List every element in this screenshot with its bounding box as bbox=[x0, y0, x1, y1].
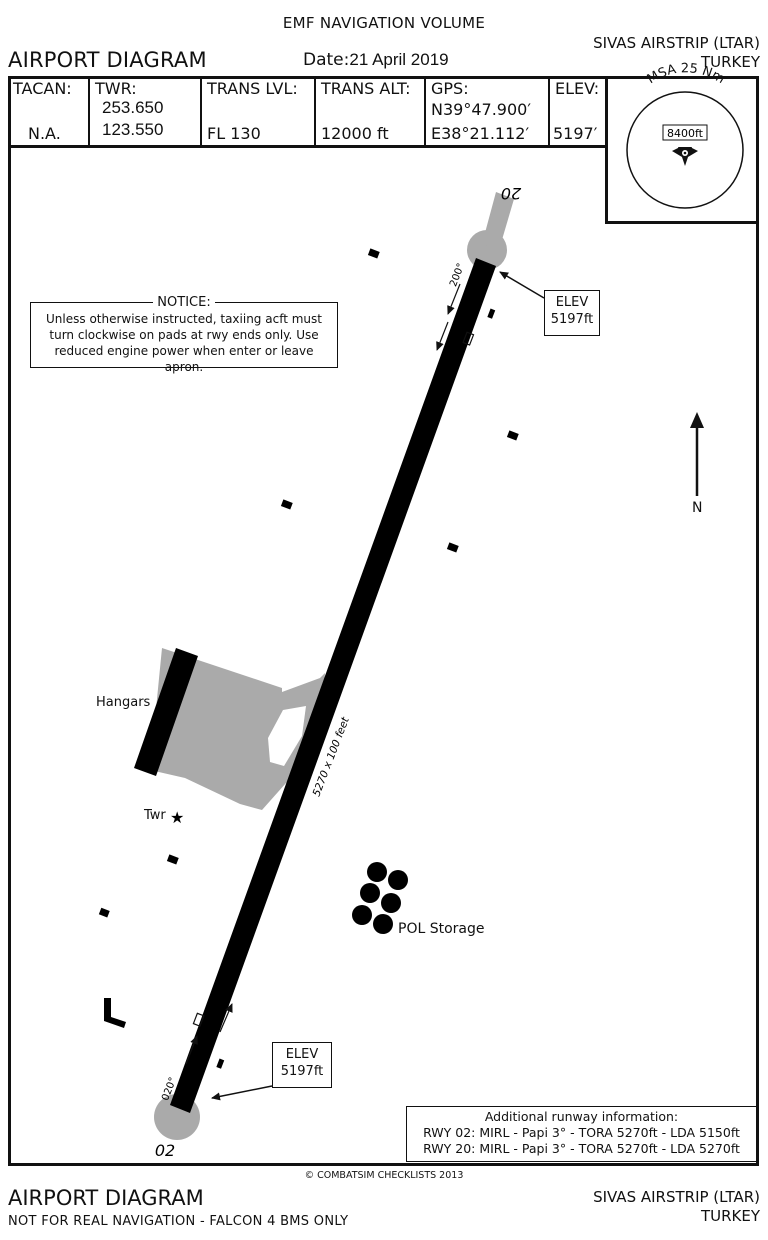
elev-north-pointer bbox=[499, 271, 545, 299]
msa-circle bbox=[626, 91, 744, 209]
additional-runway-info: Additional runway information: RWY 02: M… bbox=[406, 1106, 757, 1162]
runway-end-02: 02 bbox=[155, 1141, 175, 1160]
runway-02-direction-arrows bbox=[185, 1003, 233, 1065]
airport-header: SIVAS AIRSTRIP (LTAR) TURKEY bbox=[593, 34, 760, 72]
additional-title: Additional runway information: bbox=[484, 1109, 679, 1124]
copyright: © COMBATSIM CHECKLISTS 2013 bbox=[304, 1170, 464, 1181]
runway-20-heading: 200° bbox=[448, 262, 467, 288]
elev-south-label: ELEV bbox=[285, 1047, 319, 1062]
chart-date: Date:21 April 2019 bbox=[303, 50, 449, 70]
twr-label: TWR: bbox=[95, 79, 137, 98]
trans-lvl-cell: TRANS LVL: FL 130 bbox=[202, 76, 316, 145]
gps-lon: E38°21.112′ bbox=[431, 124, 530, 143]
elev-value: 5197′ bbox=[553, 124, 598, 143]
elev-south-box: ELEV 5197ft bbox=[272, 1042, 332, 1088]
elev-north-label: ELEV bbox=[555, 295, 589, 310]
footer-country: TURKEY bbox=[700, 1207, 760, 1225]
diagram-frame bbox=[8, 76, 759, 1166]
msa-box bbox=[605, 76, 759, 224]
date-label: Date: bbox=[303, 50, 350, 70]
twr-cell: TWR: 253.650 123.550 bbox=[90, 76, 202, 145]
north-arrow-icon bbox=[690, 412, 704, 496]
msa-label: MSA 25 Nm bbox=[645, 61, 727, 87]
gps-cell: GPS: N39°47.900′ E38°21.112′ bbox=[426, 76, 550, 145]
elev-north-box: ELEV 5197ft bbox=[544, 290, 600, 336]
diagram-title: AIRPORT DIAGRAM bbox=[8, 48, 207, 72]
gps-lat: N39°47.900′ bbox=[431, 100, 531, 119]
tacan-value: N.A. bbox=[28, 124, 61, 143]
trans-alt-value: 12000 ft bbox=[321, 124, 389, 143]
apron bbox=[150, 648, 325, 810]
tower-label: Twr bbox=[144, 808, 166, 823]
north-label: N bbox=[692, 500, 703, 516]
msa-altitude: 8400ft bbox=[667, 127, 704, 140]
notice-title: NOTICE: bbox=[153, 295, 215, 310]
tacan-label: TACAN: bbox=[13, 79, 72, 98]
footer-disclaimer: NOT FOR REAL NAVIGATION - FALCON 4 BMS O… bbox=[8, 1214, 349, 1229]
elev-label: ELEV: bbox=[555, 79, 600, 98]
volume-title: EMF NAVIGATION VOLUME bbox=[282, 14, 486, 32]
airport-country: TURKEY bbox=[700, 53, 760, 71]
pol-storage-label: POL Storage bbox=[398, 921, 485, 937]
elev-cell: ELEV: 5197′ bbox=[550, 76, 607, 145]
vor-icon bbox=[672, 147, 698, 166]
tower-star-icon: ★ bbox=[170, 808, 184, 827]
rwy20-info: RWY 20: MIRL - Papi 3° - TORA 5270ft - L… bbox=[423, 1141, 740, 1156]
msa-altitude-box bbox=[662, 124, 708, 141]
runway bbox=[170, 258, 496, 1113]
runway-end-20: 20 bbox=[501, 184, 521, 203]
notice-text: Unless otherwise instructed, taxiing acf… bbox=[46, 312, 322, 374]
small-structures bbox=[98, 248, 519, 1069]
notice-box: NOTICE: Unless otherwise instructed, tax… bbox=[30, 295, 338, 374]
elev-north-value: 5197ft bbox=[550, 312, 594, 327]
footer-diagram-title: AIRPORT DIAGRAM bbox=[8, 1186, 204, 1210]
rwy02-info: RWY 02: MIRL - Papi 3° - TORA 5270ft - L… bbox=[423, 1125, 740, 1140]
l-shaped-structure bbox=[104, 998, 126, 1028]
hangars-label: Hangars bbox=[96, 695, 151, 710]
trans-lvl-label: TRANS LVL: bbox=[207, 79, 298, 98]
elev-south-value: 5197ft bbox=[280, 1064, 324, 1079]
twr-freq-1: 253.650 bbox=[102, 98, 164, 117]
elev-south-pointer bbox=[211, 1085, 273, 1101]
runway-20-overrun bbox=[482, 192, 514, 250]
trans-lvl-value: FL 130 bbox=[207, 124, 261, 143]
date-value: 21 April 2019 bbox=[349, 50, 449, 69]
info-bar: TACAN: N.A. TWR: 253.650 123.550 TRANS L… bbox=[8, 76, 607, 148]
footer-airport-name: SIVAS AIRSTRIP (LTAR) bbox=[593, 1188, 760, 1206]
tacan-cell: TACAN: N.A. bbox=[8, 76, 90, 145]
hangar-building bbox=[134, 648, 198, 776]
pol-storage-tanks bbox=[352, 862, 408, 934]
footer-airport: SIVAS AIRSTRIP (LTAR) TURKEY bbox=[593, 1188, 760, 1226]
twr-freq-2: 123.550 bbox=[102, 120, 164, 139]
airport-name: SIVAS AIRSTRIP (LTAR) bbox=[593, 34, 760, 52]
trans-alt-label: TRANS ALT: bbox=[321, 79, 411, 98]
runway-20-direction-arrows bbox=[436, 283, 475, 351]
trans-alt-cell: TRANS ALT: 12000 ft bbox=[316, 76, 426, 145]
gps-label: GPS: bbox=[431, 79, 469, 98]
